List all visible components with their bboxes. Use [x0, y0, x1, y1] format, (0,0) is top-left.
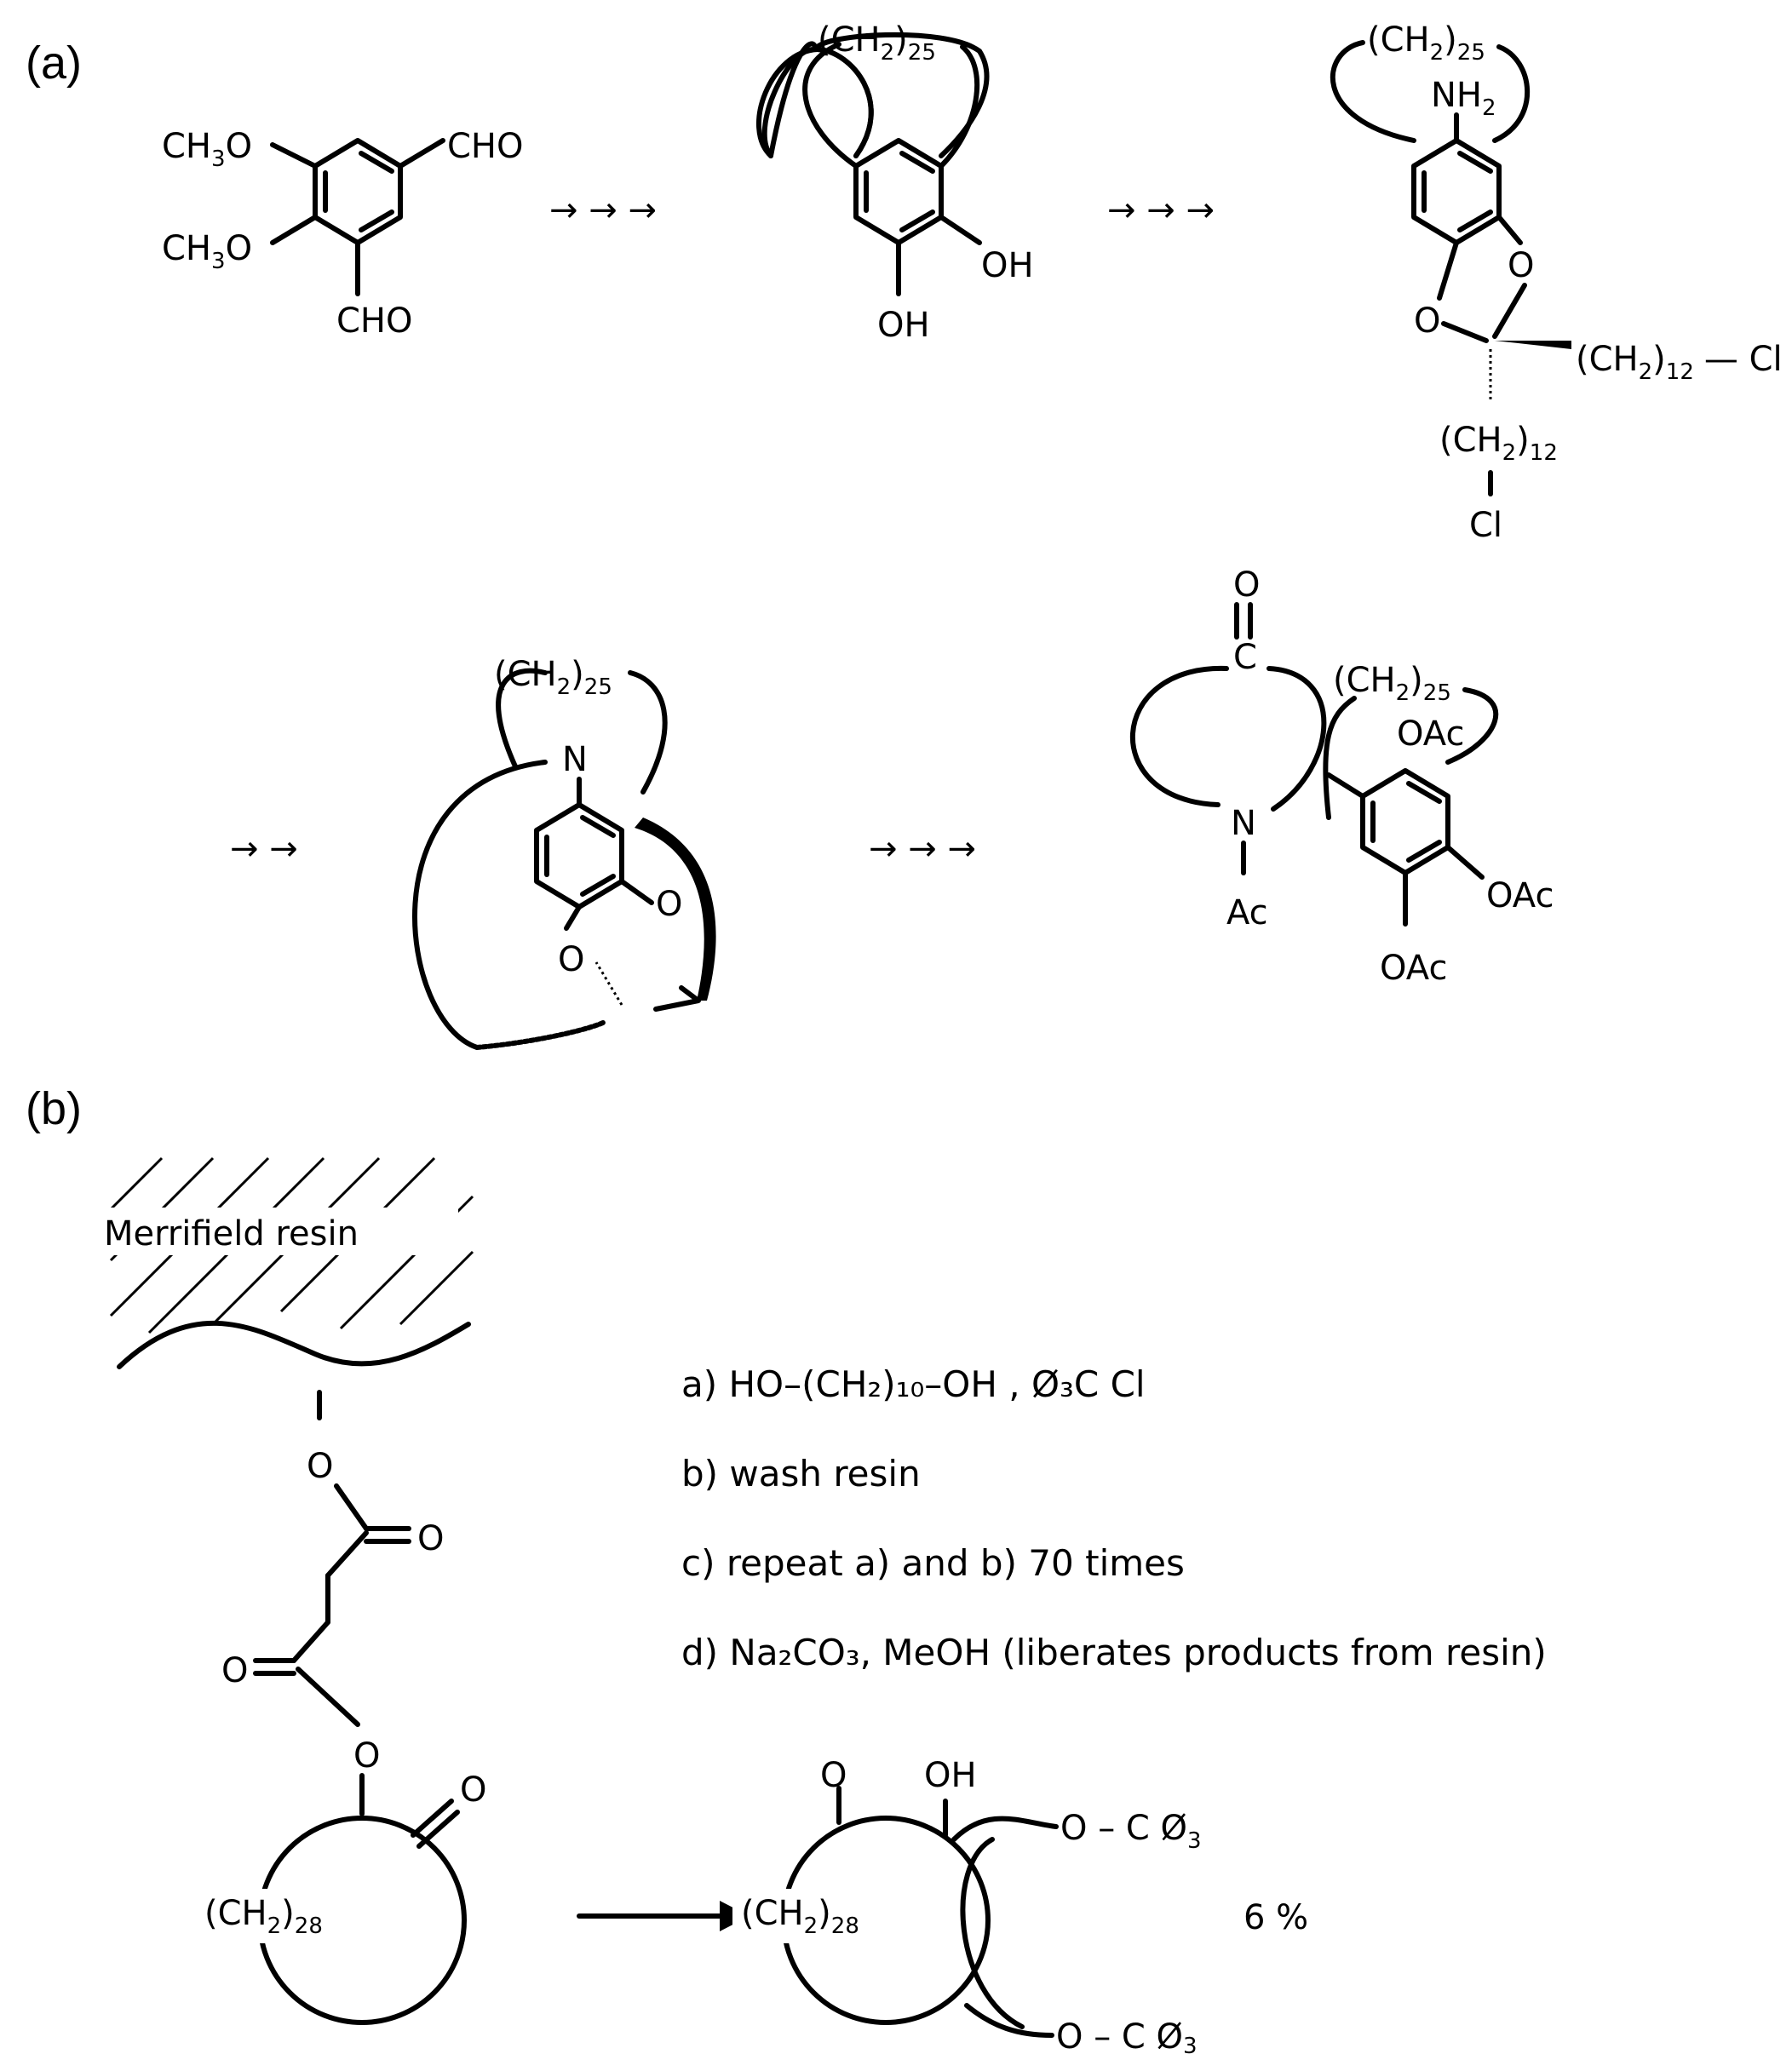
label-o-carbonyl-2: O — [221, 1651, 248, 1690]
multistep-arrow-2: → → → — [1107, 191, 1215, 230]
label-cho-top: CHO — [447, 127, 524, 166]
reaction-arrow-b — [577, 1901, 750, 1931]
macrocycle-ring-inner — [960, 1837, 1025, 2029]
label-o-product: O — [820, 1756, 847, 1795]
condition-c: c) repeat a) and b) 70 times — [681, 1542, 1185, 1584]
label-o-linker-1: O — [307, 1447, 333, 1486]
bridge-right-4 — [628, 670, 668, 795]
succinate-linker: O O O O — [221, 1390, 444, 1816]
chain-bridge-left — [1323, 696, 1357, 820]
label-oh-bottom: OH — [877, 306, 930, 345]
label-cho-bottom: CHO — [336, 301, 413, 341]
label-o-mol4-a: O — [656, 885, 682, 924]
label-oh-product: OH — [924, 1756, 977, 1795]
reaction-conditions-list: a) HO–(CH₂)₁₀–OH , Ø₃C Cl b) wash resin … — [681, 1363, 1547, 1673]
molecule-bicyclic-benzodioxole: (CH2)25 N O O — [412, 655, 716, 1050]
molecule-aminobenzodioxole-dichloride: (CH2)25 NH2 O O (CH2)12— Cl (CH2)12 Cl — [1330, 20, 1783, 545]
wedge-bond — [1495, 341, 1571, 349]
label-yield: 6 % — [1243, 1898, 1308, 1937]
label-ch2-25-mol2: (CH2)25 — [818, 20, 936, 66]
bridge-right-3 — [1492, 44, 1531, 143]
label-ch2-12-down: (CH2)12 — [1439, 421, 1558, 466]
multistep-arrow-1: → → → — [549, 191, 657, 230]
label-o-ketone: O — [460, 1770, 486, 1810]
label-ch2-25-mol4: (CH2)25 — [494, 655, 612, 700]
molecule-dimethoxy-dialdehyde: CH3O CH3O CHO CHO — [162, 127, 524, 341]
label-trityl-ether-top: O – C Ø3 — [1060, 1809, 1202, 1854]
label-ch3o-top: CH3O — [162, 127, 252, 172]
label-o-dioxole-1: O — [1508, 246, 1534, 285]
label-o-mol4-b: O — [558, 940, 584, 979]
label-ch2-28-right: (CH2)28 — [741, 1894, 859, 1939]
label-trityl-ether-bottom: O – C Ø3 — [1056, 2017, 1198, 2054]
label-n-mol5: N — [1231, 804, 1256, 843]
condition-d: d) Na₂CO₃, MeOH (liberates products from… — [681, 1632, 1547, 1673]
resin-surface — [117, 1320, 471, 1369]
condition-b: b) wash resin — [681, 1453, 921, 1495]
panel-label-a: (a) — [26, 37, 82, 89]
label-oac-bottom: OAc — [1380, 949, 1447, 988]
label-ch2-25-mol5: (CH2)25 — [1333, 661, 1451, 706]
label-merrifield-resin: Merrifield resin — [104, 1214, 359, 1254]
label-o-carbonyl-1: O — [417, 1519, 444, 1558]
multistep-arrow-3: → → — [230, 829, 298, 869]
label-nh2: NH2 — [1431, 76, 1496, 121]
resin-label-bg — [101, 1208, 458, 1255]
label-n-mol4: N — [562, 740, 588, 779]
molecule-acetyl-lactam-macrocycle: O C (CH2)25 OAc N Ac OAc OAc — [1129, 565, 1554, 988]
panel-label-b: (b) — [26, 1083, 82, 1134]
label-c-carbonyl: C — [1233, 638, 1257, 677]
label-o-carbonyl: O — [1233, 565, 1260, 605]
label-oac-top: OAc — [1397, 714, 1464, 754]
condition-a: a) HO–(CH₂)₁₀–OH , Ø₃C Cl — [681, 1363, 1146, 1405]
large-loop — [412, 760, 548, 1050]
label-oh-right: OH — [981, 246, 1034, 285]
label-ac: Ac — [1226, 893, 1268, 932]
label-o-linker-2: O — [353, 1736, 380, 1776]
wedged-chain — [635, 818, 716, 1001]
molecule-resin-bound-macrocycle: O (CH2)28 — [200, 1770, 486, 2025]
bridge-left-4 — [496, 668, 548, 769]
label-ch3o-bottom: CH3O — [162, 229, 252, 274]
label-ch2-12-right: (CH2)12— Cl — [1576, 340, 1783, 385]
label-ch2-25-mol3: (CH2)25 — [1367, 20, 1485, 66]
multistep-arrow-4: → → → — [869, 829, 976, 869]
bridge-left-3 — [1330, 40, 1416, 143]
molecule-macrocyclic-diol: (CH2)25 OH OH — [755, 20, 1034, 345]
label-cl-down: Cl — [1469, 506, 1502, 545]
merrifield-resin-block: Merrifield resin — [101, 1156, 474, 1369]
label-o-dioxole-2: O — [1414, 301, 1440, 341]
label-ch2-28-left: (CH2)28 — [204, 1894, 323, 1939]
molecule-trityl-product: O OH (CH2)28 O – C Ø3 O – C Ø3 6 % — [732, 1756, 1308, 2054]
label-oac-right: OAc — [1486, 876, 1554, 915]
lactam-ring-left — [1129, 665, 1229, 807]
